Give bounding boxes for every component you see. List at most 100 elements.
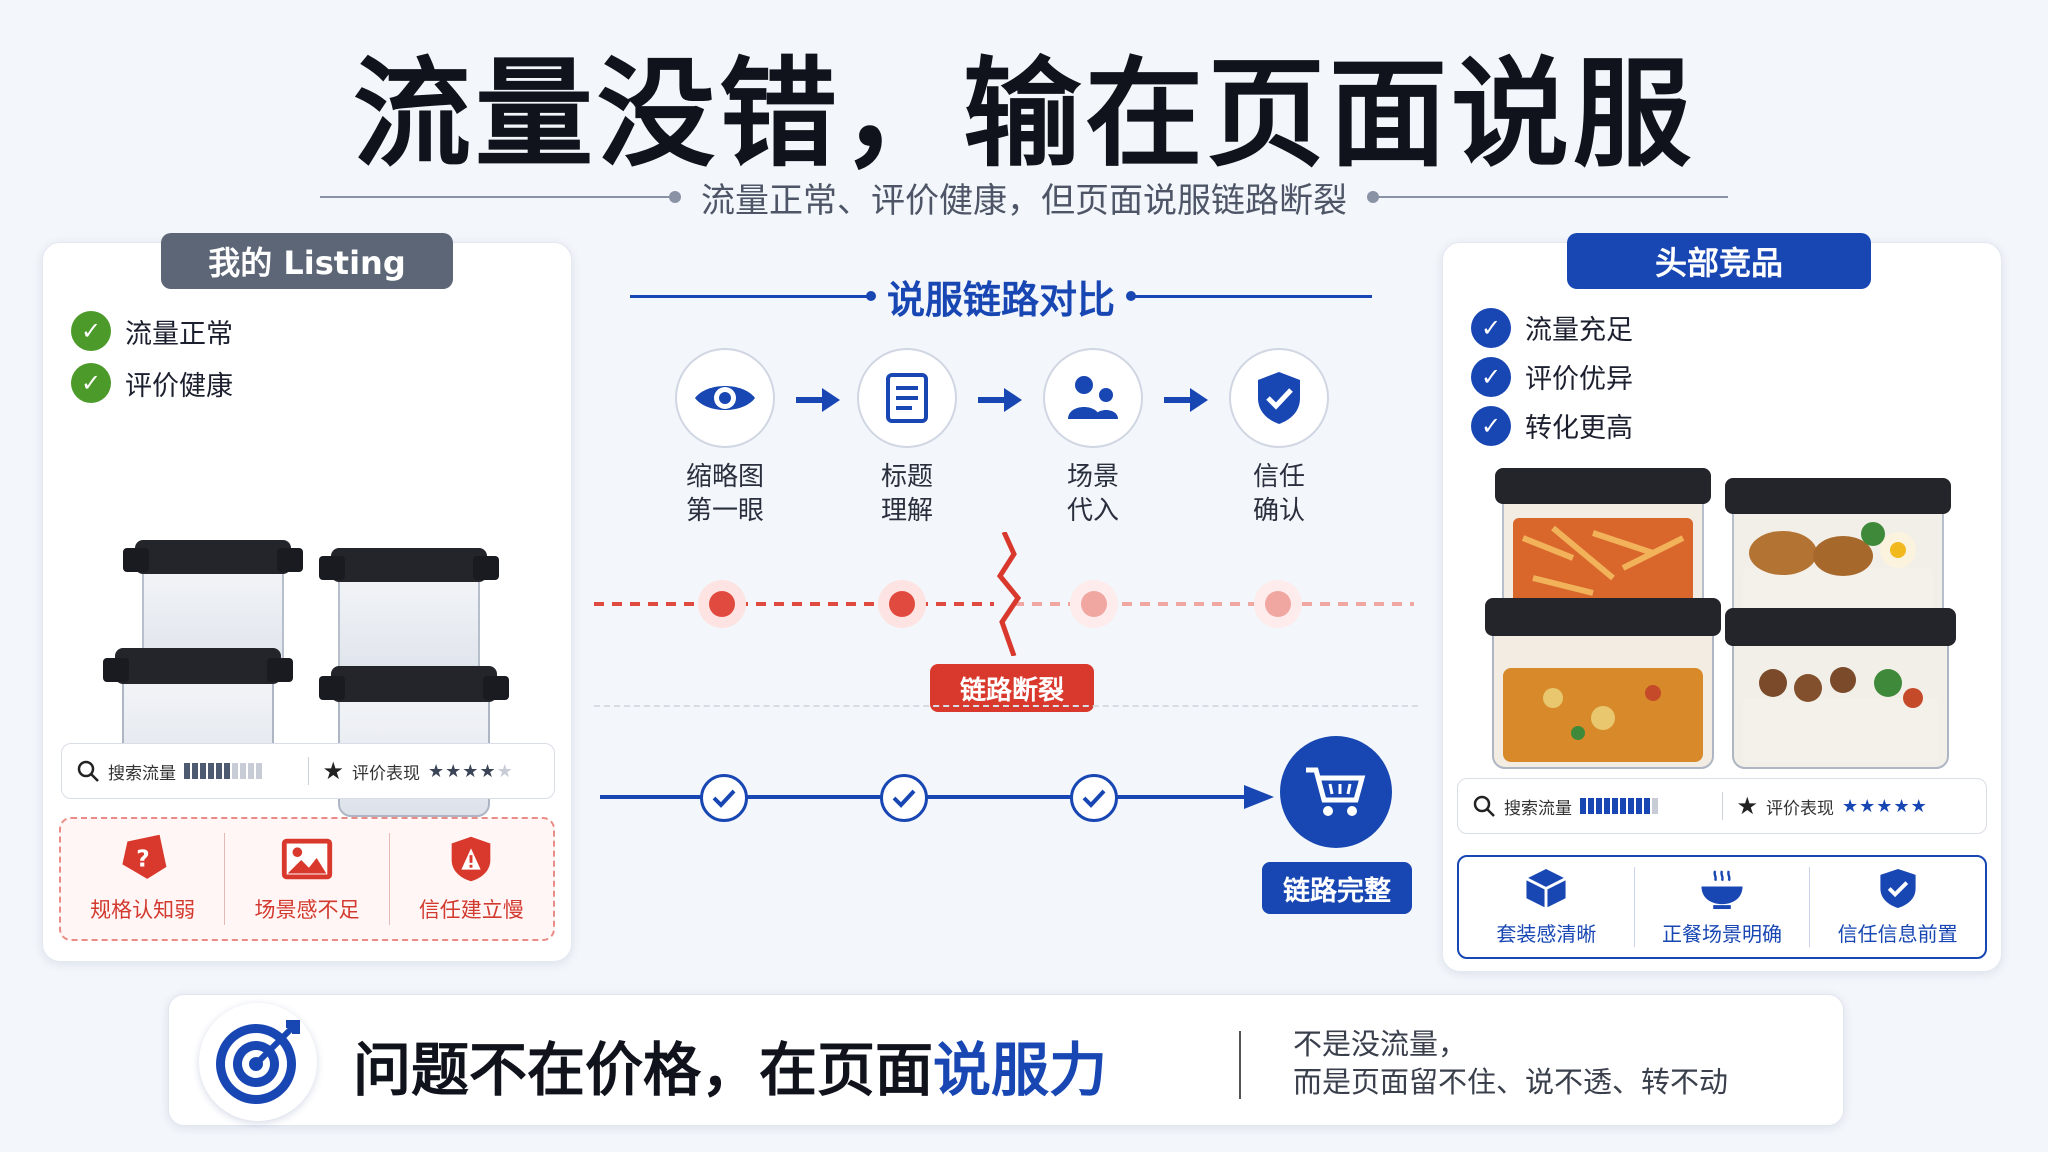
chain-broken-badge: 链路断裂 [930,664,1094,712]
traffic-bar-segment [216,763,222,779]
step-label-line1: 标题 [880,462,933,492]
conclusion-prefix: 问题不在价格，在页面 [353,1036,934,1104]
step-label: 信任确认 [1224,460,1334,528]
conclusion-separator [1239,1031,1241,1099]
subtitle-divider-right [1367,191,1728,203]
step-circle [857,348,957,448]
conclusion-note-line1: 不是没流量， [1293,1027,1468,1061]
conclusion-headline: 问题不在价格，在页面说服力 [353,1023,1107,1107]
section-divider [594,705,1418,707]
rating-star: ★ [1910,795,1928,817]
traffic-bar-segment [1588,798,1594,814]
rating-label: 评价表现 [1766,798,1835,819]
star-icon: ★ [1736,792,1759,820]
search-traffic-bars [184,763,262,779]
traffic-bar-segment [1652,798,1658,814]
my-metrics-bar: 搜索流量 ★ 评价表现 ★★★★★ [61,743,555,799]
check-icon [892,789,916,808]
traffic-bar-segment [1612,798,1618,814]
step-label: 缩略图第一眼 [670,460,780,528]
step-thumbnail: 缩略图第一眼 [670,348,780,528]
issues-box: ? 规格认知弱 场景感不足 信任建立慢 [59,817,555,941]
check-icon [1082,789,1106,808]
rating-stars: ★★★★★ [428,761,514,782]
title-divider-right [1126,290,1373,301]
target-icon-circle [199,1003,317,1121]
check-icon [712,789,736,808]
page-title: 流量没错，输在页面说服 [352,45,1695,183]
step-trust: 信任确认 [1224,348,1334,528]
broken-chain-line [594,602,1414,606]
rating-star: ★ [496,760,514,782]
check-item: ✓ 转化更高 [1471,401,1633,450]
conclusion-note-line2: 而是页面留不住、说不透、转不动 [1293,1065,1729,1099]
search-traffic-label: 搜索流量 [108,763,176,784]
complete-chain-line [600,795,1260,799]
traffic-bar-segment [240,763,246,779]
issue-label: 场景感不足 [254,898,360,922]
rating-label: 评价表现 [352,763,421,784]
complete-node [1070,774,1118,822]
rating-star: ★ [1876,795,1894,817]
document-icon [886,373,928,423]
traffic-bar-segment [232,763,238,779]
complete-node [880,774,928,822]
chain-complete-badge: 链路完整 [1262,862,1412,914]
arrow-head-icon [1244,785,1274,809]
search-icon [77,760,99,782]
check-item: ✓ 评价健康 [71,357,233,409]
strength-label: 正餐场景明确 [1662,922,1782,946]
strengths-box: 套装感清晰 正餐场景明确 信任信息前置 [1457,855,1987,959]
conclusion-note: 不是没流量， 而是页面留不住、说不透、转不动 [1293,1025,1728,1101]
check-icon: ✓ [1471,307,1511,348]
traffic-bar-segment [184,763,190,779]
comparison-title: 说服链路对比 [887,277,1116,322]
step-title: 标题理解 [852,348,962,528]
comparison-title-row: 说服链路对比 [630,268,1373,324]
issue-item: ? 规格认知弱 [61,833,224,925]
step-label-line1: 缩略图 [685,462,764,492]
search-icon [1473,795,1495,817]
strength-label: 信任信息前置 [1837,922,1958,946]
competitor-checks: ✓ 流量充足 ✓ 评价优异 ✓ 转化更高 [1471,303,1633,450]
traffic-bar-segment [248,763,254,779]
step-circle [1043,348,1143,448]
strength-label: 套装感清晰 [1496,922,1597,946]
traffic-bar-segment [208,763,214,779]
issue-item: 场景感不足 [224,833,388,925]
search-traffic-bars [1580,798,1658,814]
my-listing-checks: ✓ 流量正常 ✓ 评价健康 [71,305,233,409]
traffic-bar-segment [1628,798,1634,814]
step-label-line2: 代入 [1066,496,1119,526]
faded-node [1070,580,1118,628]
competitor-card: 头部竞品 ✓ 流量充足 ✓ 评价优异 ✓ 转化更高 [1442,233,2002,972]
rating-star: ★ [445,760,463,782]
question-tag-icon: ? [122,834,167,879]
rating-metric: ★ 评价表现 ★★★★★ [307,757,555,785]
search-traffic-metric: 搜索流量 [1458,794,1722,819]
search-traffic-label: 搜索流量 [1504,798,1572,819]
step-label-line2: 确认 [1252,496,1305,526]
cart-icon-circle [1280,736,1392,848]
step-label: 标题理解 [852,460,962,528]
traffic-bar-segment [1620,798,1626,814]
bowl-icon [1701,870,1743,910]
strength-item: 套装感清晰 [1459,867,1634,947]
step-label-line1: 信任 [1252,462,1305,492]
strength-item: 信任信息前置 [1809,867,1985,947]
image-icon [281,838,333,880]
search-traffic-metric: 搜索流量 [62,759,308,784]
step-scene: 场景代入 [1038,348,1148,528]
meal-containers-image [1485,468,1956,769]
check-icon: ✓ [71,363,111,403]
check-label: 流量正常 [125,318,233,350]
rating-star: ★ [479,760,497,782]
shield-check-icon [1880,868,1916,909]
traffic-bar-segment [1596,798,1602,814]
check-label: 转化更高 [1525,413,1633,444]
traffic-bar-segment [1636,798,1642,814]
subtitle-divider-left [320,191,681,203]
subtitle: 流量正常、评价健康，但页面说服链路断裂 [701,180,1347,221]
broken-node [698,580,746,628]
conclusion-bar: 问题不在价格，在页面说服力 不是没流量， 而是页面留不住、说不透、转不动 [168,994,1844,1126]
